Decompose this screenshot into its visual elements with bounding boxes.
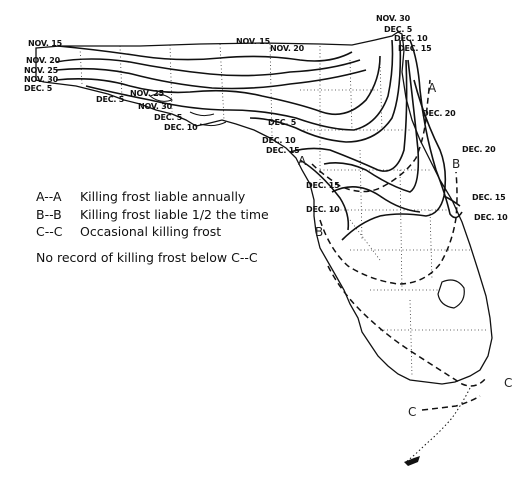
line-letter-c: C bbox=[408, 405, 416, 419]
legend-text: Occasional killing frost bbox=[79, 224, 222, 239]
line-a bbox=[311, 79, 431, 193]
isoline-label-nov25: NOV. 25 bbox=[24, 66, 59, 75]
frost-isolines bbox=[55, 39, 463, 241]
lake-okeechobee bbox=[437, 279, 465, 309]
florida-outline bbox=[35, 31, 493, 385]
florida-keys-tip bbox=[404, 456, 420, 466]
florida-keys bbox=[405, 387, 471, 463]
isoline-label-nov30: NOV. 30 bbox=[376, 14, 411, 23]
line-letter-b: B bbox=[452, 157, 460, 171]
isoline-label-nov15: NOV. 15 bbox=[28, 39, 63, 48]
legend-note: No record of killing frost below C--C bbox=[36, 249, 258, 265]
line-c-south bbox=[421, 395, 481, 411]
isoline-label-nov30: NOV. 30 bbox=[24, 75, 59, 84]
isoline-label-dec10: DEC. 10 bbox=[164, 123, 198, 132]
map-legend: A--A Killing frost liable annually B--B … bbox=[36, 188, 269, 266]
legend-item: C--C Occasional killing frost bbox=[36, 223, 269, 241]
isoline-label-dec5: DEC. 5 bbox=[268, 118, 297, 127]
isoline-label-nov15: NOV. 15 bbox=[236, 37, 271, 46]
isoline-label-dec5: DEC. 5 bbox=[154, 113, 183, 122]
frost-lines-dashed bbox=[311, 79, 487, 411]
line-letter-c: C bbox=[504, 376, 512, 390]
legend-text: Killing frost liable 1/2 the time bbox=[79, 206, 269, 222]
legend-text: Killing frost liable annually bbox=[79, 189, 246, 204]
bay-inlet bbox=[148, 93, 173, 102]
isoline-label-dec10: DEC. 10 bbox=[262, 136, 296, 145]
legend-item: B--B Killing frost liable 1/2 the time bbox=[36, 206, 269, 224]
isoline-label-nov25: NOV. 25 bbox=[130, 89, 165, 98]
legend-key: A--A bbox=[36, 189, 62, 204]
isoline-label-dec5: DEC. 5 bbox=[24, 84, 53, 93]
line-letter-a: A bbox=[428, 81, 437, 95]
isoline-label-dec5: DEC. 5 bbox=[384, 25, 413, 34]
isoline-label-dec15: DEC. 15 bbox=[266, 146, 300, 155]
isoline-label-dec10: DEC. 10 bbox=[394, 34, 428, 43]
line-letter-a: A bbox=[298, 154, 307, 168]
isoline-label-dec10: DEC. 10 bbox=[306, 205, 340, 214]
bay-inlet bbox=[189, 111, 215, 117]
isoline-label-nov20: NOV. 20 bbox=[270, 44, 305, 53]
line-c bbox=[327, 265, 487, 387]
isoline-label-dec20: DEC. 20 bbox=[422, 109, 456, 118]
bay-inlet bbox=[199, 121, 227, 127]
legend-key: B--B bbox=[36, 206, 62, 222]
isoline-label-dec15: DEC. 15 bbox=[398, 44, 432, 53]
isoline-label-dec15: DEC. 15 bbox=[306, 181, 340, 190]
isoline-label-dec10: DEC. 10 bbox=[474, 213, 508, 222]
line-b bbox=[319, 171, 458, 285]
isoline-labels: NOV. 15 NOV. 15 NOV. 20 NOV. 20 NOV. 25 … bbox=[24, 14, 508, 222]
frost-line-letters: A A B B C C bbox=[298, 81, 512, 419]
legend-key: C--C bbox=[36, 224, 63, 239]
isoline-label-dec15: DEC. 15 bbox=[472, 193, 506, 202]
isoline-label-dec5: DEC. 5 bbox=[96, 95, 125, 104]
legend-item: A--A Killing frost liable annually bbox=[36, 188, 269, 206]
county-boundaries bbox=[79, 43, 488, 377]
isoline-label-nov30: NOV. 30 bbox=[138, 102, 173, 111]
isoline-label-dec20: DEC. 20 bbox=[462, 145, 496, 154]
isoline-label-nov20: NOV. 20 bbox=[26, 56, 61, 65]
line-letter-b: B bbox=[315, 225, 323, 239]
